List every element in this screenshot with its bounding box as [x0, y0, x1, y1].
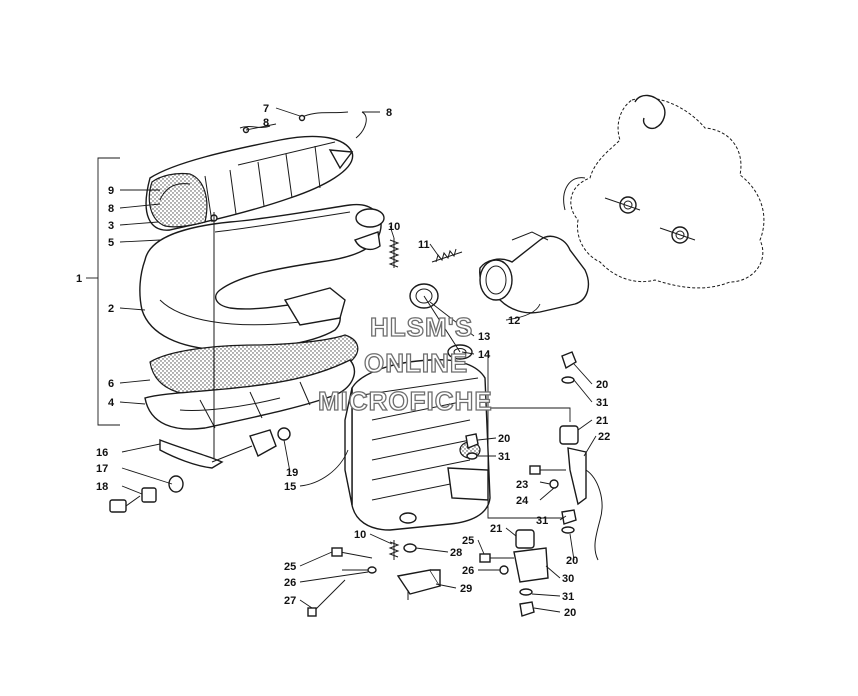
muffler — [344, 359, 491, 531]
lower-mount-assembly — [307, 529, 549, 617]
callout-21-b: 21 — [490, 523, 502, 535]
watermark-line-1: HLSM'S — [370, 312, 473, 342]
callout-20-c: 20 — [566, 555, 578, 567]
callout-20-a: 20 — [596, 379, 608, 391]
callout-6: 6 — [108, 378, 114, 390]
hanger-assembly — [109, 427, 291, 513]
callout-26-right: 26 — [462, 565, 474, 577]
callout-30: 30 — [562, 573, 574, 585]
callout-19: 19 — [286, 467, 298, 479]
callout-31-d: 31 — [562, 591, 574, 603]
callout-11: 11 — [418, 239, 430, 251]
callout-29: 29 — [460, 583, 472, 595]
callout-25-left: 25 — [284, 561, 296, 573]
callout-27: 27 — [284, 595, 296, 607]
callout-20-d: 20 — [564, 607, 576, 619]
callout-16: 16 — [96, 447, 108, 459]
callout-25-right: 25 — [462, 535, 474, 547]
callout-22: 22 — [598, 431, 610, 443]
watermark-line-2: ONLINE — [364, 348, 468, 378]
watermark: HLSM'S ONLINE MICROFICHE — [317, 311, 493, 416]
callout-5: 5 — [108, 237, 114, 249]
callout-9: 9 — [108, 185, 114, 197]
callout-7: 7 — [263, 103, 269, 115]
callout-28: 28 — [450, 547, 462, 559]
expansion-chamber — [139, 203, 385, 351]
mount-hardware-center — [465, 433, 479, 460]
callout-10-bottom: 10 — [354, 529, 366, 541]
leader-lines — [119, 107, 597, 613]
callout-15: 15 — [284, 481, 296, 493]
mount-hardware-right — [529, 351, 603, 561]
callout-8-right: 8 — [386, 107, 392, 119]
callout-26-left: 26 — [284, 577, 296, 589]
callout-17: 17 — [96, 463, 108, 475]
callout-2: 2 — [108, 303, 114, 315]
callout-4: 4 — [108, 397, 115, 409]
upper-heat-shield — [145, 135, 354, 231]
lower-heat-shields — [144, 334, 359, 430]
callout-23: 23 — [516, 479, 528, 491]
callout-3: 3 — [108, 220, 114, 232]
callout-24: 24 — [516, 495, 529, 507]
callout-14: 14 — [478, 349, 491, 361]
watermark-line-3: MICROFICHE — [318, 386, 493, 416]
callout-12: 12 — [508, 315, 520, 327]
callout-21-a: 21 — [596, 415, 608, 427]
callout-1: 1 — [76, 273, 82, 285]
engine-outline — [563, 94, 765, 289]
callout-31-a: 31 — [596, 397, 608, 409]
callout-8-top: 8 — [263, 117, 269, 129]
muffler-bracket-lines — [487, 350, 571, 519]
exhaust-manifold — [479, 231, 590, 314]
callout-8-left: 8 — [108, 203, 114, 215]
callout-18: 18 — [96, 481, 108, 493]
callout-labels: 1 2 3 4 5 6 7 8 8 8 9 10 10 11 12 13 14 … — [76, 103, 610, 619]
callout-31-b: 31 — [498, 451, 510, 463]
callout-20-b: 20 — [498, 433, 510, 445]
callout-10-top: 10 — [388, 221, 400, 233]
callout-31-c: 31 — [536, 515, 548, 527]
callout-13: 13 — [478, 331, 490, 343]
assembly-bracket-1 — [86, 157, 120, 426]
gaskets — [409, 283, 473, 360]
